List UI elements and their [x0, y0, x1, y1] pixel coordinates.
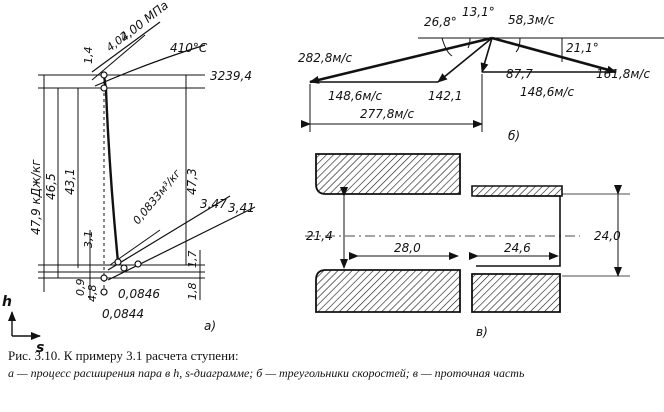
label-17: 1,7	[186, 251, 199, 269]
velocity-labels: 26,8° 13,1° 58,3м/с 21,1° 282,8м/с 148,6…	[298, 5, 650, 143]
label-347: 3,47	[200, 197, 227, 211]
isobar-402	[91, 34, 146, 81]
label-877: 87,7	[506, 67, 533, 81]
label-09: 0,9	[74, 279, 87, 297]
nozzle-top	[315, 153, 461, 195]
point-2b	[120, 264, 128, 272]
isobar-347	[107, 195, 231, 271]
label-246: 24,6	[504, 241, 531, 255]
expansion-line	[102, 74, 120, 263]
label-2828: 282,8м/с	[298, 51, 352, 65]
label-211: 21,1°	[566, 41, 599, 55]
label-temp: 410°C	[170, 41, 208, 55]
triangle-side-w1	[437, 37, 493, 83]
point-0	[100, 71, 108, 79]
label-131: 13,1°	[462, 5, 495, 19]
letter-b: б)	[508, 129, 520, 143]
isotherm-410	[94, 44, 206, 87]
label-2778: 277,8м/с	[360, 107, 414, 121]
label-specific-volume: 0,0833м³/кг	[130, 167, 183, 227]
label-1486a: 148,6м/с	[328, 89, 382, 103]
triangle-side-w2	[491, 36, 617, 74]
label-0844: 0,0844	[102, 307, 144, 321]
label-341: 3,41	[228, 201, 255, 215]
label-268: 26,8°	[424, 15, 457, 29]
letter-c: в)	[476, 325, 488, 339]
figure-caption-text: а — процесс расширения пара в h, s-диагр…	[8, 366, 525, 380]
velocity-triangles	[301, 36, 664, 132]
isobar-400	[91, 21, 161, 73]
label-enthalpy: 3239,4	[210, 69, 252, 83]
point-2	[114, 258, 122, 266]
letter-a: а)	[204, 319, 216, 333]
label-14: 1,4	[82, 47, 95, 65]
label-1486b: 148,6м/с	[520, 85, 574, 99]
label-dim-left-mid: 46,5	[44, 173, 58, 200]
hs-diagram	[7, 21, 256, 340]
rotor-body	[476, 195, 561, 267]
point-2c	[134, 260, 142, 268]
label-31: 3,1	[82, 231, 95, 249]
label-dim-inner: 43,1	[63, 168, 77, 195]
hs-labels: h s 4,00 МПа 4,02 1,4 410°C 3239,4 47,9 …	[2, 0, 255, 356]
flow-path	[305, 153, 630, 313]
flow-path-labels: 21,4 28,0 24,6 24,0 в)	[306, 229, 621, 339]
rotor-bottom	[471, 273, 561, 313]
label-s-axis: s	[36, 340, 44, 356]
nozzle-bottom	[315, 269, 461, 313]
label-240: 24,0	[594, 229, 621, 243]
label-h-axis: h	[2, 294, 12, 310]
label-dim-left-outer: 47,9 кДж/кг	[29, 159, 43, 235]
label-1618: 161,8м/с	[596, 67, 650, 81]
label-583: 58,3м/с	[508, 13, 555, 27]
label-1421: 142,1	[428, 89, 462, 103]
rotor-top	[471, 185, 563, 197]
triangle-side-c2	[480, 37, 493, 73]
label-214: 21,4	[306, 229, 333, 243]
label-48: 4,8	[86, 285, 99, 303]
label-18: 1,8	[186, 283, 199, 301]
point-0s	[100, 84, 108, 92]
figure-caption-title: Рис. 3.10. К примеру 3.1 расчета ступени…	[8, 348, 239, 363]
isobar-341	[107, 206, 256, 281]
label-0846: 0,0846	[118, 287, 160, 301]
point-1t	[100, 274, 108, 282]
triangle-side-c1	[309, 36, 493, 84]
label-dim-right: 47,3	[185, 168, 199, 195]
point-2t	[100, 288, 108, 296]
label-280: 28,0	[394, 241, 421, 255]
